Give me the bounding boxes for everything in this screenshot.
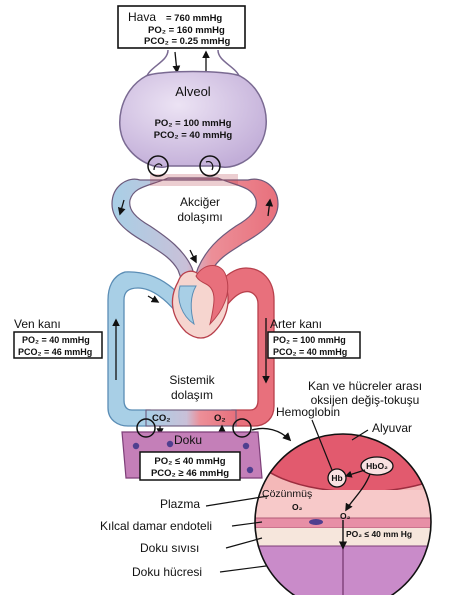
artery-po2: PO₂ = 100 mmHg: [273, 335, 346, 345]
tissue-label: Doku: [174, 433, 202, 447]
tissue-box: PO₂ ≤ 40 mmHg PCO₂ ≥ 46 mmHg: [139, 451, 241, 481]
magnified-po2: PO₂ ≤ 40 mm Hg: [346, 529, 412, 539]
tissue-exchange-marker-left: [136, 418, 156, 438]
tissue-exchange-marker-right: [232, 418, 252, 438]
hbo2-label: HbO₂: [366, 461, 388, 471]
artery-info: Arter kanı PO₂ = 100 mmHg PCO₂ = 40 mmHg: [267, 317, 361, 359]
alveolus: Alveol PO₂ = 100 mmHg PCO₂ = 40 mmHg: [119, 70, 267, 168]
vein-po2: PO₂ = 40 mmHg: [22, 335, 90, 345]
systemic-label-1: Sistemik: [169, 373, 215, 387]
dissolved-o2-label: O₂: [292, 502, 303, 512]
artery-pco2: PCO₂ = 40 mmHg: [273, 347, 347, 357]
artery-label: Arter kanı: [270, 317, 322, 331]
cell-label: Doku hücresi: [132, 565, 202, 579]
air-box: Hava = 760 mmHg PO₂ = 160 mmHg PCO₂ = 0.…: [117, 5, 246, 49]
systemic-capillary: [145, 409, 237, 427]
layer-labels: Plazma Kılcal damar endoteli Doku sıvısı…: [100, 495, 269, 579]
vein-pco2: PCO₂ = 46 mmHg: [18, 347, 92, 357]
exchange-title-2: oksijen değiş-tokuşu: [311, 393, 420, 407]
o2-release-arrow: [345, 473, 371, 512]
rbc-leader: [351, 429, 369, 441]
pulmonary-loop: Akciğer dolaşımı: [111, 174, 279, 293]
alveolar-exchange-markers: [147, 155, 221, 177]
tissue-pco2: PCO₂ ≥ 46 mmHg: [151, 468, 229, 479]
systemic-label-2: dolaşım: [171, 388, 213, 402]
heart: [171, 265, 229, 339]
vein-label: Ven kanı: [14, 317, 61, 331]
hb-marker: [327, 468, 347, 488]
hb-label: Hb: [331, 473, 342, 483]
alveolus-pco2: PCO₂ = 40 mmHg: [154, 130, 233, 141]
flow-arrows: [112, 198, 274, 384]
air-pressure-value: = 760 mmHg: [166, 13, 222, 24]
vein-info: Ven kanı PO₂ = 40 mmHg PCO₂ = 46 mmHg: [13, 317, 103, 359]
plasma-label: Plazma: [160, 497, 200, 511]
hb-release-arrow: [344, 469, 366, 478]
interstitial-label: Doku sıvısı: [140, 541, 199, 555]
zoom-arrow: [251, 427, 292, 442]
rbc-label: Alyuvar: [372, 421, 412, 435]
alveolus-po2: PO₂ = 100 mmHg: [155, 118, 232, 129]
magnified-view: Hb HbO₂ Çözünmüş O₂ O₂ PO₂ ≤ 40 mm Hg: [254, 433, 432, 595]
air-po2: PO₂ = 160 mmHg: [148, 25, 225, 36]
hemoglobin-leader: [311, 419, 333, 471]
air-pco2: PCO₂ = 0.25 mmHg: [144, 36, 231, 47]
endothelium-label: Kılcal damar endoteli: [100, 519, 212, 533]
tissue-po2: PO₂ ≤ 40 mmHg: [154, 456, 225, 467]
exchange-title-1: Kan ve hücreler arası: [308, 379, 422, 393]
pulmonary-label-2: dolaşımı: [177, 210, 222, 224]
alveolus-label: Alveol: [175, 84, 211, 99]
tissue-o2-label: O₂: [214, 413, 226, 424]
dissolved-label: Çözünmüş: [262, 488, 312, 500]
hemoglobin-label: Hemoglobin: [276, 405, 340, 419]
capillary-o2-label: O₂: [340, 511, 351, 521]
hbo2-marker: [360, 456, 394, 476]
pulmonary-label-1: Akciğer: [180, 195, 220, 209]
air-pressure-label: Hava: [128, 10, 156, 24]
tissue-co2-label: CO₂: [152, 413, 170, 424]
